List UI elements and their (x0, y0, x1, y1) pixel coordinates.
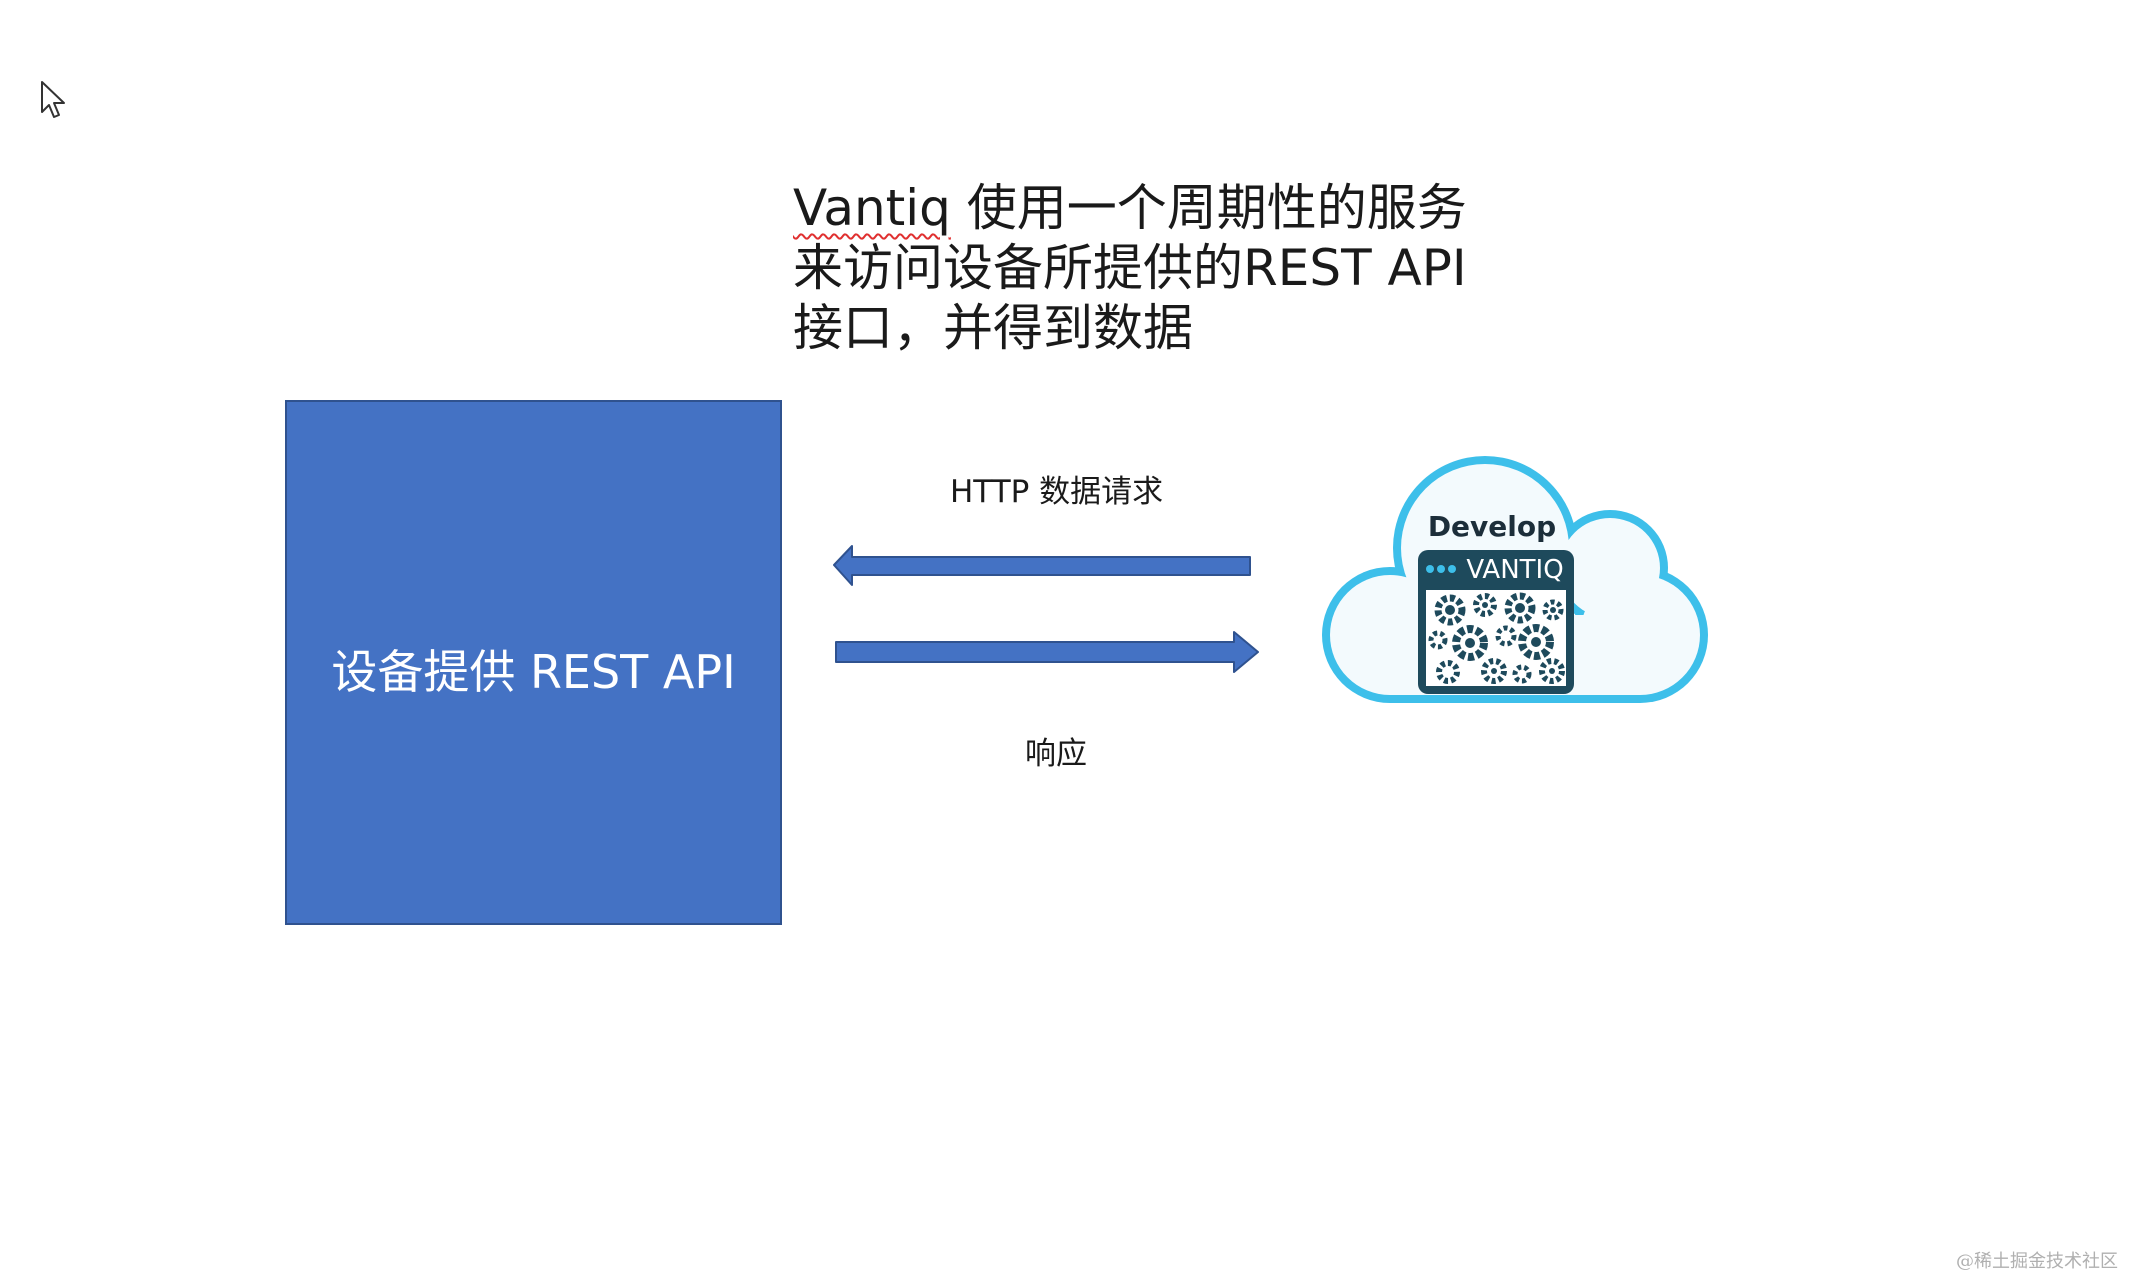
device-rest-api-box: 设备提供 REST API (285, 400, 782, 925)
response-label: 响应 (1025, 736, 1087, 772)
http-request-label: HTTP 数据请求 (950, 474, 1164, 510)
gears-icon (1428, 592, 1565, 684)
response-arrow (835, 631, 1259, 673)
title-vantiq-word: Vantiq (793, 179, 951, 237)
arrows-group (833, 545, 1259, 673)
cloud-develop-label: Develop (1428, 510, 1556, 543)
watermark: @稀土掘金技术社区 (1956, 1251, 2118, 1272)
title-line-3: 接口，并得到数据 (793, 299, 1193, 357)
title-line-1: Vantiq 使用一个周期性的服务 (793, 178, 1493, 238)
request-arrow (833, 545, 1251, 586)
mouse-pointer-icon (41, 81, 65, 118)
title-line-2: 来访问设备所提供的REST API (793, 239, 1467, 297)
diagram-title: Vantiq 使用一个周期性的服务 来访问设备所提供的REST API 接口，并… (793, 178, 1493, 358)
vantiq-logo-text: VANTIQ (1466, 555, 1563, 585)
device-box-label: 设备提供 REST API (331, 644, 736, 699)
title-line-1-rest: 使用一个周期性的服务 (950, 179, 1467, 237)
vantiq-cloud-icon: Develop VANTIQ (1322, 456, 1708, 703)
